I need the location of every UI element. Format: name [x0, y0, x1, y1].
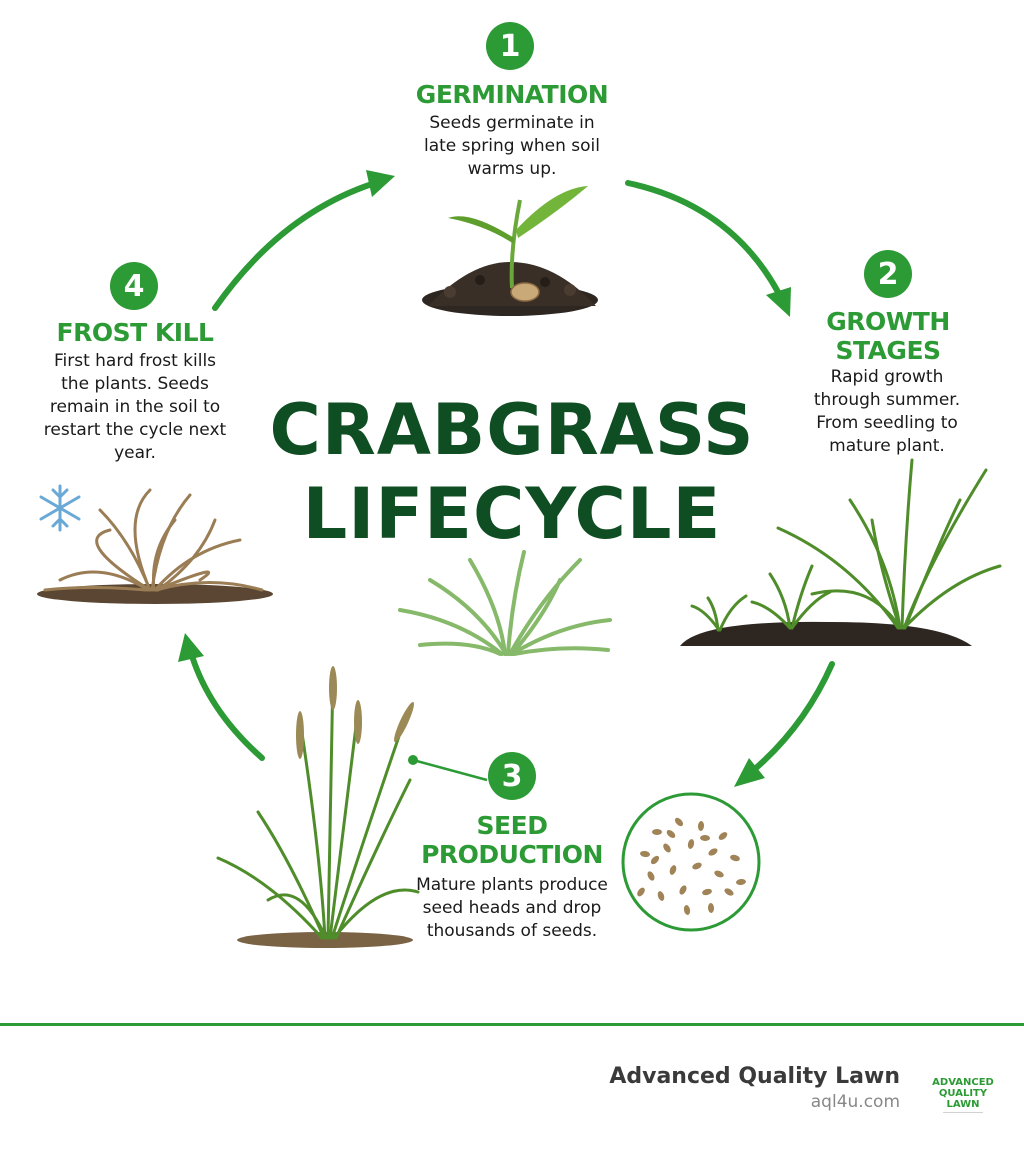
main-title: CRABGRASS LIFECYCLE [269, 389, 755, 555]
seed-dot [674, 817, 684, 827]
seed-dot [687, 839, 695, 849]
stage-3-description: Mature plants produce seed heads and dro… [416, 875, 608, 941]
stage-3-title: SEED PRODUCTION [421, 811, 603, 869]
seed-dot [714, 870, 724, 878]
seed-dot [652, 829, 662, 835]
arrow-1-to-2-head [766, 287, 791, 317]
logo-line-2: QUALITY LAWN [938, 1088, 988, 1110]
seed-dot [683, 905, 691, 915]
seed-dot [718, 832, 728, 840]
seed-head-plant-icon [216, 666, 420, 948]
seed-dot [647, 871, 655, 881]
arrow-4-to-1-head [366, 170, 395, 197]
grass-tuft-icon [398, 550, 612, 656]
stage-2-badge: 2 [864, 250, 912, 298]
growth-plants-icon [680, 458, 1002, 646]
stage-2-description: Rapid growth through summer. From seedli… [813, 367, 961, 456]
stage-1-description: Seeds germinate in late spring when soil… [423, 113, 601, 179]
arrow-3-to-4 [189, 653, 265, 761]
arrow-3-to-4-head [178, 633, 204, 662]
pointer-line [412, 758, 488, 782]
seed-dot [697, 821, 705, 831]
seed-dot [666, 830, 676, 838]
seed-dot [679, 885, 687, 895]
seed-dot [707, 903, 715, 913]
seedling-icon [422, 186, 598, 316]
seed-dot [657, 891, 665, 901]
seed-dot [708, 848, 718, 856]
snowflake-icon [39, 484, 81, 532]
stage-4-title: FROST KILL [56, 318, 214, 347]
stage-2-title: GROWTH STAGES [826, 307, 950, 365]
seed-dot [730, 854, 740, 862]
company-url[interactable]: aql4u.com [810, 1092, 900, 1112]
seed-dot [640, 850, 650, 858]
company-name: Advanced Quality Lawn [609, 1064, 900, 1089]
logo-tagline-graphic: ────────────── [943, 1110, 983, 1115]
stage-3-badge: 3 [488, 752, 536, 800]
arrow-4-to-1 [212, 181, 375, 311]
stage-4-description: First hard frost kills the plants. Seeds… [43, 351, 227, 463]
footer-divider [0, 1023, 1024, 1026]
company-logo: ADVANCED QUALITY LAWN ────────────── [922, 1077, 1004, 1116]
stage-4-badge: 4 [110, 262, 158, 310]
seed-dot [637, 887, 645, 897]
seed-dot [669, 865, 677, 875]
arrow-1-to-2 [625, 180, 781, 295]
seed-dot [700, 834, 710, 842]
logo-line-1: ADVANCED [932, 1077, 994, 1088]
seed-dot [736, 878, 746, 886]
dead-grass-icon [37, 488, 273, 604]
seed-dot [663, 843, 671, 853]
arrow-2-to-3 [753, 661, 835, 771]
seed-dot [724, 888, 734, 896]
arrow-2-to-3-head [734, 758, 765, 787]
seed-circle-icon [621, 792, 761, 932]
seed-dot [702, 888, 712, 896]
seed-dot [650, 855, 660, 865]
seed-dot [692, 862, 702, 870]
stage-1-title: GERMINATION [415, 80, 609, 109]
stage-1-badge: 1 [486, 22, 534, 70]
